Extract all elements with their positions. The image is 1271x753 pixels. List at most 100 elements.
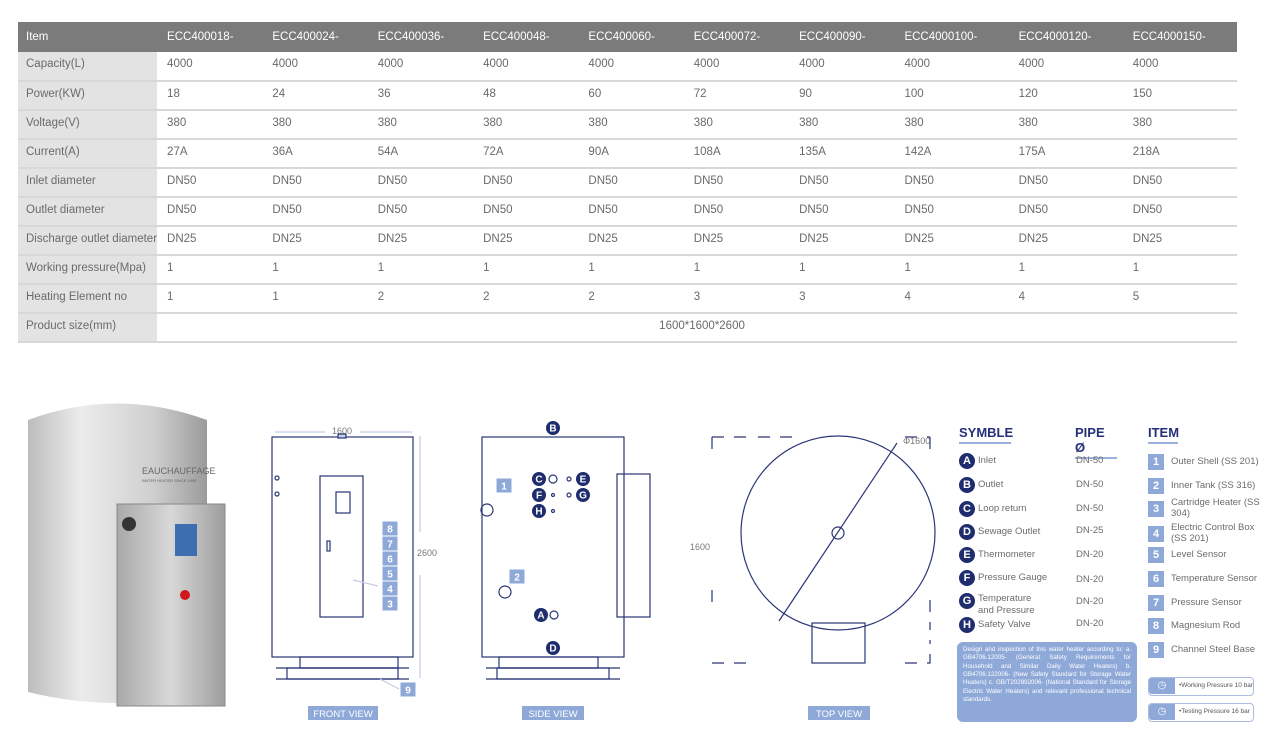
symbol-marker-label: A [537, 611, 544, 622]
table-cell: 2 [578, 284, 684, 314]
symbol-marker [532, 472, 546, 486]
item-badge-label: 2 [514, 573, 520, 584]
item-badge [509, 569, 525, 584]
table-cell: DN50 [894, 168, 1009, 198]
pressure-gauge-icon: ◷ [1149, 678, 1175, 694]
symbol-marker [576, 472, 590, 486]
pipe-size: DN-20 [1076, 549, 1104, 560]
table-cell: DN50 [894, 197, 1009, 227]
item-name: Electric Control Box (SS 201) [1171, 522, 1255, 544]
row-label: Inlet diameter [18, 168, 158, 198]
table-cell: 380 [578, 110, 684, 140]
table-cell: 36 [367, 81, 474, 111]
table-cell: 1 [157, 284, 263, 314]
symbol-marker-label: G [579, 491, 587, 502]
item-badge [400, 682, 416, 697]
table-cell: 1 [789, 255, 895, 285]
pipe-size: DN-20 [1076, 574, 1104, 585]
symbol-b-icon: B [959, 477, 975, 493]
brand-tagline: WATER HEATER SINCE 1998 [142, 478, 197, 483]
symbol-marker-label: F [536, 491, 542, 502]
item-badge [382, 521, 398, 536]
table-cell: 1 [578, 255, 684, 285]
item-number-badge: 5 [1148, 547, 1164, 563]
item-badge-label: 9 [405, 686, 411, 697]
table-cell: 100 [894, 81, 1009, 111]
top-diameter-dim: Φ1600 [903, 436, 930, 446]
item-badge-label: 7 [387, 540, 393, 551]
product-size-value: 1600*1600*2600 [157, 313, 1237, 343]
symbol-name: Thermometer [978, 549, 1036, 560]
item-name: Channel Steel Base [1171, 644, 1255, 655]
top-view-label: TOP VIEW [816, 709, 862, 720]
item-badge-label: 4 [387, 585, 393, 596]
table-cell: 380 [157, 110, 263, 140]
table-row: Product size(mm)1600*1600*2600 [18, 313, 1237, 343]
table-cell: 4000 [789, 52, 895, 82]
row-label: Discharge outlet diameter [18, 226, 158, 256]
model-header: ECC4000150- [1122, 22, 1237, 52]
row-label: Current(A) [18, 139, 158, 169]
table-cell: DN50 [1008, 168, 1123, 198]
symbol-marker [532, 488, 546, 502]
item-number-badge: 8 [1148, 618, 1164, 634]
table-cell: 60 [578, 81, 684, 111]
table-cell: 380 [1122, 110, 1237, 140]
table-cell: DN50 [262, 168, 368, 198]
row-label: Working pressure(Mpa) [18, 255, 158, 285]
table-cell: 4 [894, 284, 1009, 314]
item-header: Item [18, 22, 158, 52]
table-cell: 72 [683, 81, 790, 111]
table-cell: DN25 [683, 226, 790, 256]
item-number-badge: 3 [1148, 501, 1164, 517]
item-number-badge: 2 [1148, 478, 1164, 494]
symbol-a-icon: A [959, 453, 975, 469]
item-name: Cartridge Heater (SS 304) [1171, 497, 1260, 519]
table-cell: 5 [1122, 284, 1237, 314]
table-cell: DN50 [367, 168, 474, 198]
item-badge [382, 536, 398, 551]
symbol-marker-label: C [535, 475, 542, 486]
item-number-badge: 6 [1148, 571, 1164, 587]
table-cell: 4000 [1122, 52, 1237, 82]
table-cell: 380 [683, 110, 790, 140]
model-header: ECC400024- [262, 22, 368, 52]
table-cell: DN25 [473, 226, 579, 256]
symbol-name: Pressure Gauge [978, 572, 1048, 583]
table-cell: 1 [683, 255, 790, 285]
pipe-heading: PIPE Ø [1075, 425, 1117, 459]
table-cell: DN50 [473, 197, 579, 227]
item-number-badge: 4 [1148, 526, 1164, 542]
row-label: Heating Element no [18, 284, 158, 314]
table-cell: 1 [367, 255, 474, 285]
model-header: ECC400036- [367, 22, 474, 52]
item-badge-label: 6 [387, 555, 393, 566]
table-cell: 27A [157, 139, 263, 169]
symbol-name: Loop return [978, 503, 1027, 514]
table-cell: DN50 [262, 197, 368, 227]
table-cell: DN25 [157, 226, 263, 256]
symbol-f-icon: F [959, 570, 975, 586]
item-badge-label: 1 [501, 482, 507, 493]
standards-note: Design and inspection of this water heat… [957, 642, 1137, 722]
symbol-marker [532, 504, 546, 518]
table-cell: 4 [1008, 284, 1123, 314]
product-photo: EAUCHAUFFAGE WATER HEATER SINCE 1998 [28, 403, 226, 707]
item-badge [496, 478, 512, 493]
symbol-name: Sewage Outlet [978, 526, 1041, 537]
pipe-size: DN-50 [1076, 503, 1104, 514]
table-cell: 150 [1122, 81, 1237, 111]
symbol-marker [576, 488, 590, 502]
table-cell: DN50 [157, 168, 263, 198]
table-cell: DN25 [894, 226, 1009, 256]
item-badge [382, 596, 398, 611]
table-cell: 4000 [894, 52, 1009, 82]
table-cell: 380 [473, 110, 579, 140]
item-badge-label: 5 [387, 570, 393, 581]
side-view-drawing [480, 436, 651, 680]
row-label: Product size(mm) [18, 313, 158, 343]
symbol-marker-label: B [549, 424, 556, 435]
symbol-name: Temperature and Pressure [978, 593, 1035, 616]
